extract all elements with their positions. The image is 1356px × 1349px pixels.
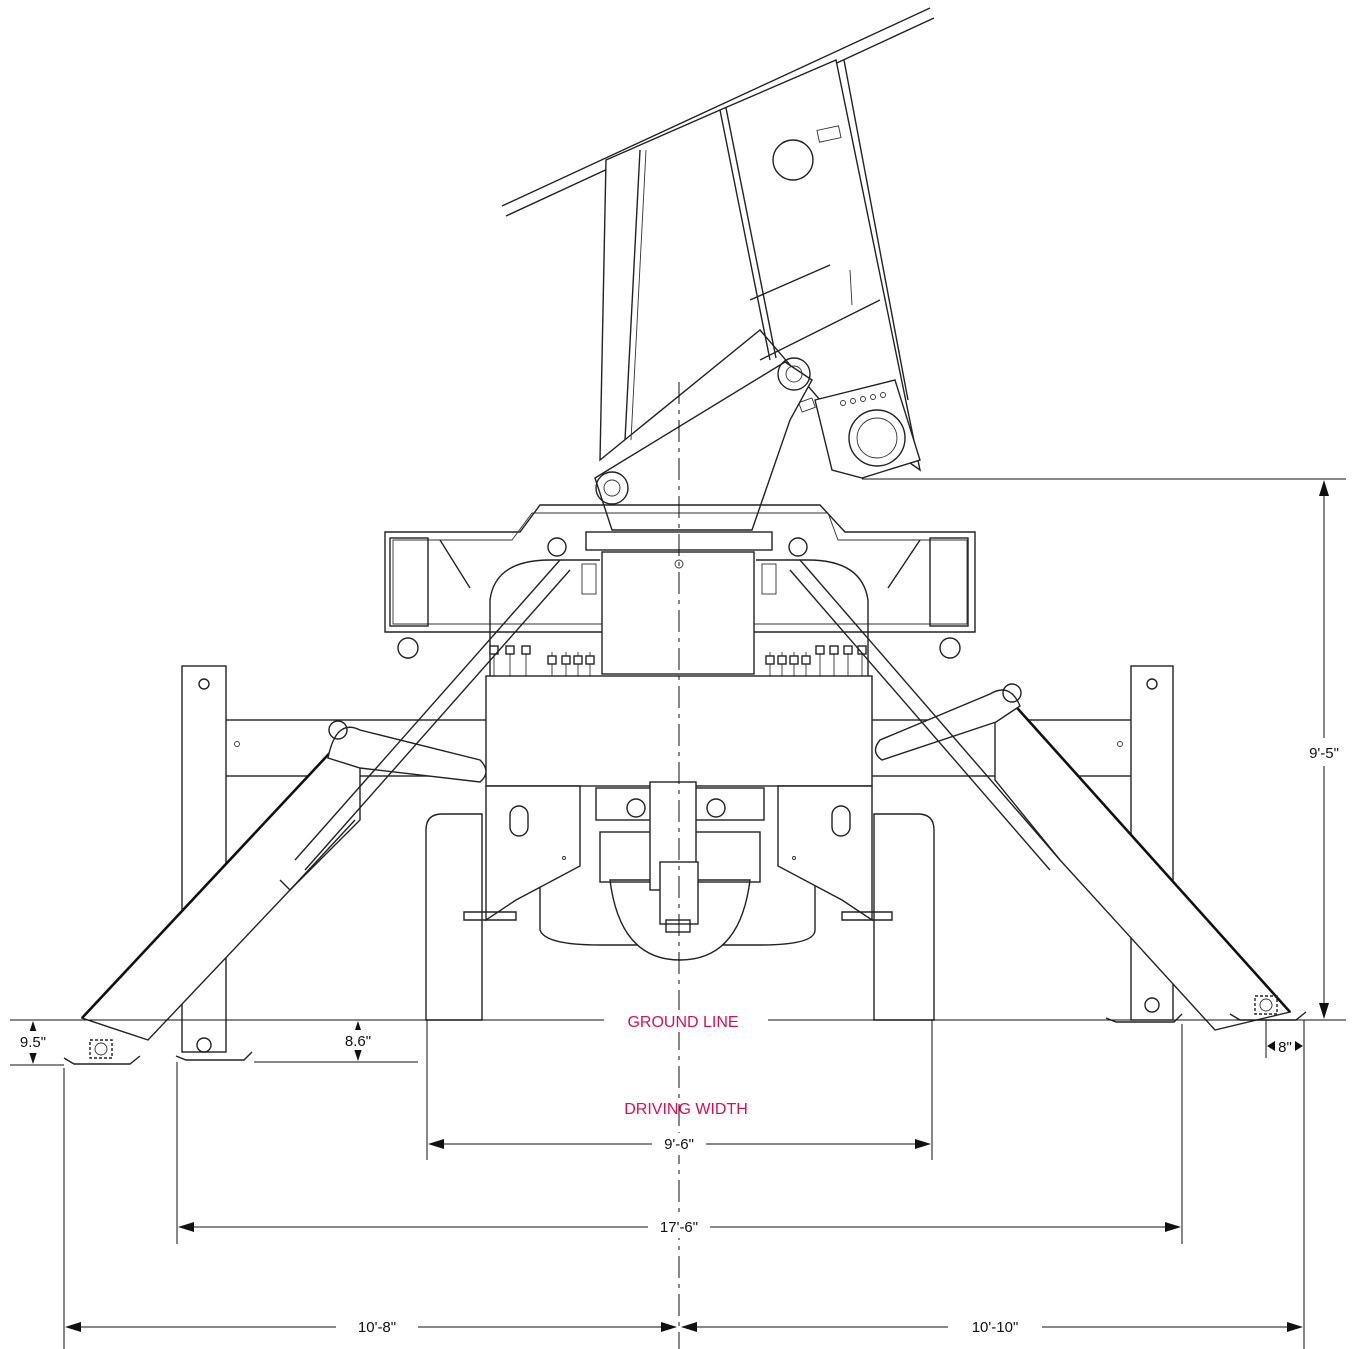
height-dimension-value: 9'-5" [1309, 745, 1339, 762]
inner-pad-depth-value: 8.6" [345, 1033, 371, 1050]
boom [501, 7, 935, 479]
outrigger-spread-value: 17'-6" [660, 1219, 698, 1236]
hydraulic-valves [489, 645, 867, 676]
extension-lines [63, 1020, 1183, 1349]
left-half-width-value: 10'-8" [358, 1319, 396, 1336]
left-pad-depth-value: 9.5" [20, 1034, 46, 1051]
ground-line-label: GROUND LINE [627, 1014, 738, 1031]
driving-width-dimension [428, 1133, 931, 1155]
outrigger-spread-dimension [178, 1216, 1181, 1238]
left-pad-depth-dimension [10, 1021, 64, 1066]
driving-width-label: DRIVING WIDTH [624, 1101, 748, 1118]
right-half-width-value: 10'-10" [972, 1319, 1019, 1336]
driving-width-value: 9'-6" [664, 1136, 694, 1153]
right-pad-offset-value: 8" [1278, 1039, 1292, 1056]
ground-line [10, 1010, 1346, 1032]
right-stabilizer-leg [789, 559, 1292, 1031]
half-width-dimensions [65, 1316, 1303, 1338]
inner-pad-depth-dimension [254, 1021, 418, 1063]
center-cylinder [649, 781, 699, 933]
left-stabilizer-pad [63, 1039, 141, 1065]
right-pad-offset-dimension [1265, 1020, 1305, 1349]
height-dimension [862, 478, 1348, 1019]
boom-lift-arm [594, 357, 813, 531]
left-stabilizer-leg [80, 559, 571, 1041]
